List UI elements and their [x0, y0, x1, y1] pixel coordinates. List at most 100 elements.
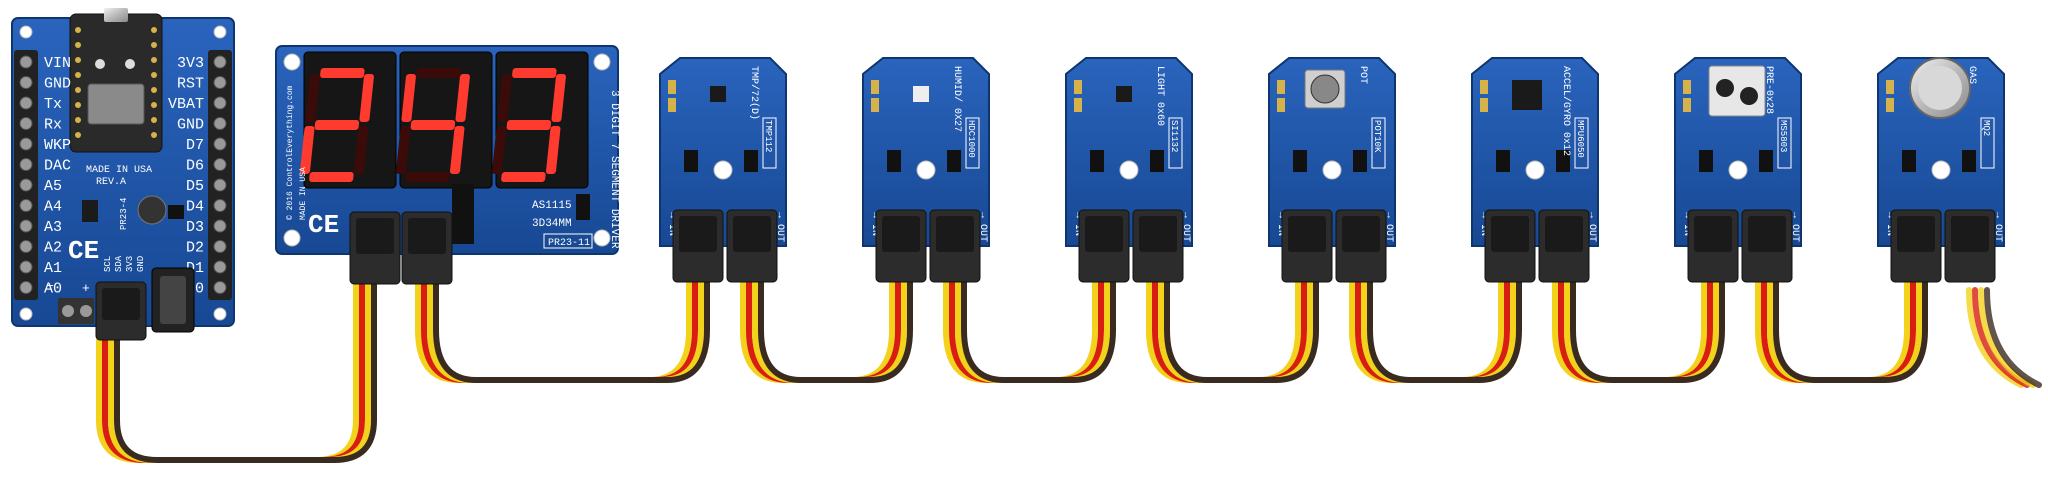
connector-out-label: → OUT — [1383, 212, 1394, 242]
terminal-screw-icon — [213, 55, 227, 69]
controller-rev: REV.A — [96, 177, 126, 188]
minus-label: − — [46, 279, 54, 294]
terminal-screw-icon — [213, 76, 227, 89]
controller-i2c-pin-label: 3V3 — [125, 256, 135, 272]
display-chip2: 3D34MM — [532, 218, 572, 230]
segment-f — [497, 74, 512, 122]
terminal-screw-icon — [213, 117, 227, 130]
segment-c — [450, 126, 465, 174]
terminal-screw-icon — [19, 260, 33, 274]
digit-2: 3 — [492, 51, 589, 189]
chain-cable-5 — [1552, 277, 1725, 383]
segment-d — [501, 172, 546, 182]
connector-in-label: → IN — [1478, 212, 1489, 236]
terminal-screw-icon — [213, 260, 227, 274]
sensor-chip-label: MQ2 — [1981, 120, 1991, 136]
i2c-connector-in — [875, 209, 927, 283]
controller-pin-left-9: A2 — [44, 240, 62, 257]
segment-a — [416, 68, 461, 78]
display-i2c-connector-in — [349, 211, 401, 285]
controller-pin-right-4: D7 — [186, 137, 204, 154]
segment-c — [546, 126, 561, 174]
i2c-connector-in — [1078, 209, 1130, 283]
connector-out-label: → OUT — [1789, 212, 1800, 242]
terminal-screw-icon — [19, 281, 33, 294]
display-copyright: © 2016 ControlEverything.com — [286, 85, 295, 220]
terminal-screw-icon — [213, 240, 227, 253]
reset-button — [95, 59, 105, 69]
segment-g — [506, 120, 552, 130]
terminal-screw-icon — [19, 55, 33, 69]
connector-in-label: → IN — [869, 212, 880, 236]
right-terminal-strip — [208, 50, 232, 300]
chain-cable-3 — [1146, 277, 1319, 383]
connector-in-label: → IN — [1681, 212, 1692, 236]
chain-cable-6 — [1755, 277, 1928, 383]
i2c-connector-out — [1335, 209, 1387, 283]
usb-port — [104, 8, 128, 22]
terminal-screw-icon — [19, 137, 33, 151]
sensor-chip-icon — [710, 86, 726, 102]
sensor-label: LIGHT 0x60 — [1154, 66, 1165, 126]
sensor-chip-icon — [1116, 86, 1132, 102]
i2c-connector-in — [1890, 209, 1942, 283]
i2c-cables — [96, 262, 1928, 463]
connector-out-label: → OUT — [774, 212, 785, 242]
terminal-screw-icon — [19, 219, 33, 233]
terminal-screw-icon — [19, 96, 33, 110]
controller-pin-left-10: A1 — [44, 260, 62, 277]
segment-a — [320, 68, 365, 78]
display-title: 3 DIGIT 7 SEGMENT DRIVER — [608, 90, 620, 249]
terminal-screw-icon — [19, 199, 33, 212]
segment-d — [405, 172, 450, 182]
mount-hole-icon — [1322, 160, 1342, 180]
connector-in-label: → IN — [1072, 212, 1083, 236]
segment-d — [309, 172, 354, 182]
controller-pin-left-4: WKP — [44, 137, 71, 154]
segment-a — [512, 68, 557, 78]
chain-cable-1 — [740, 277, 913, 383]
i2c-connector-out — [726, 209, 778, 283]
sensor-label: ACCEL/GYRO 0x12 — [1560, 66, 1572, 156]
wifi-chip — [87, 83, 145, 125]
i2c-connector-in — [672, 209, 724, 283]
controller-pin-left-6: A5 — [44, 178, 62, 195]
controller-pin-right-8: D3 — [186, 219, 204, 236]
mount-hole-icon — [1525, 160, 1545, 180]
segment-f — [401, 74, 416, 122]
segment-g — [314, 120, 360, 130]
controller-pin-right-7: D4 — [186, 199, 204, 216]
cable-controller-display — [96, 262, 377, 463]
display-logo: CE — [308, 210, 339, 240]
segment-c — [354, 126, 369, 174]
controller-i2c-pin-label: SCL — [103, 256, 113, 272]
display-part: PR23-11 — [548, 238, 590, 249]
terminal-screw-icon — [213, 158, 227, 171]
controller-pin-right-9: D2 — [186, 240, 204, 257]
terminal-screw-icon — [213, 178, 227, 192]
controller-pin-left-3: Rx — [44, 117, 62, 134]
chain-cable-0 — [415, 277, 710, 383]
connector-out-label: → OUT — [1992, 212, 2003, 242]
segment-e — [300, 126, 315, 174]
i2c-connector-in — [1281, 209, 1333, 283]
mount-hole-icon — [1119, 160, 1139, 180]
segment-e — [396, 126, 411, 174]
controller-pin-left-2: Tx — [44, 96, 62, 113]
terminal-screw-icon — [19, 158, 33, 171]
mount-hole-icon — [1931, 160, 1951, 180]
terminal-screw-icon — [19, 178, 33, 192]
sensor-chip-label: SI1132 — [1169, 120, 1179, 152]
terminal-screw-icon — [19, 76, 33, 89]
sensor-chip-label: HDC1000 — [966, 120, 976, 158]
controller-pin-right-0: 3V3 — [177, 55, 204, 72]
digit-1: 4 — [396, 51, 493, 189]
display-chip1: AS1115 — [532, 200, 572, 212]
chain-cable-2 — [943, 277, 1116, 383]
controller-made-in: MADE IN USA — [86, 165, 152, 176]
controller-part: PR23-4 — [119, 198, 129, 230]
